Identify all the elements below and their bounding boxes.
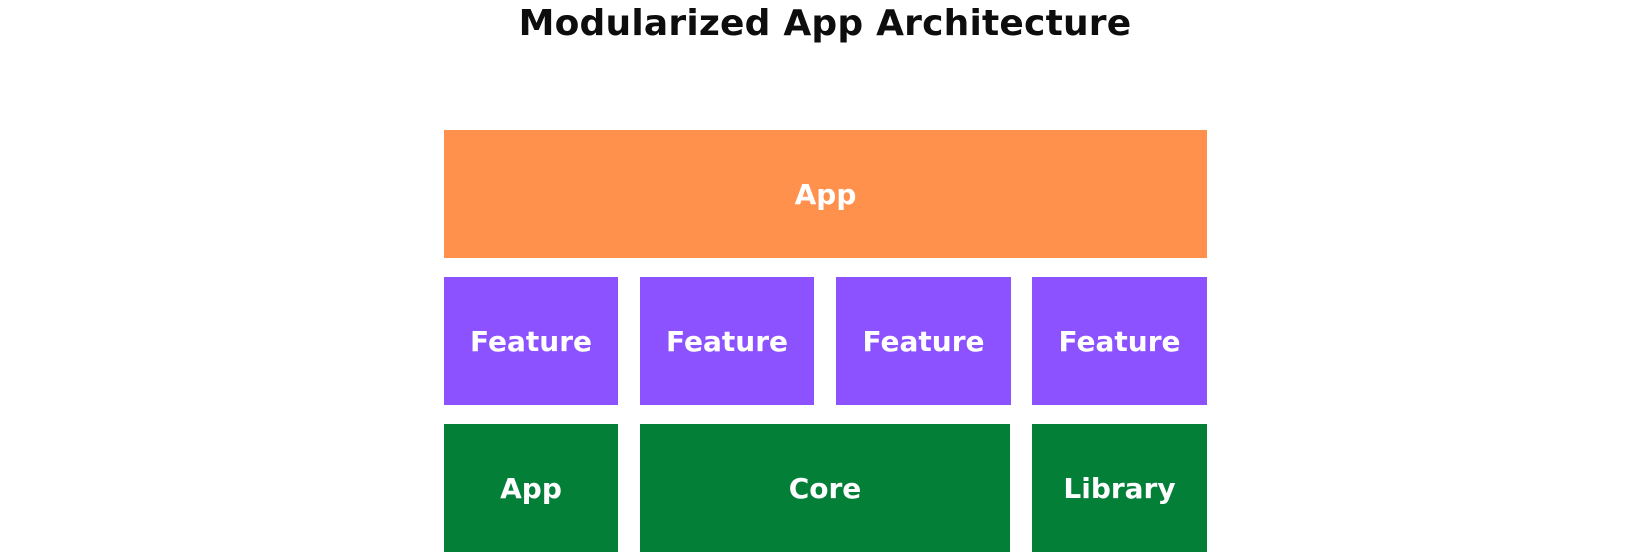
app-layer-label: App xyxy=(794,177,857,211)
base-app-label: App xyxy=(500,471,562,505)
feature-block-3: Feature xyxy=(836,277,1011,405)
feature-block-4: Feature xyxy=(1032,277,1207,405)
library-block: Library xyxy=(1032,424,1207,552)
feature-label: Feature xyxy=(1058,324,1181,358)
core-label: Core xyxy=(788,471,862,505)
app-layer-block: App xyxy=(444,130,1207,258)
feature-label: Feature xyxy=(470,324,592,358)
base-app-block: App xyxy=(444,424,618,552)
core-block: Core xyxy=(640,424,1010,552)
library-label: Library xyxy=(1063,471,1176,505)
feature-block-1: Feature xyxy=(444,277,618,405)
feature-block-2: Feature xyxy=(640,277,814,405)
diagram-title: Modularized App Architecture xyxy=(518,3,1132,44)
feature-label: Feature xyxy=(862,324,985,358)
feature-label: Feature xyxy=(666,324,788,358)
